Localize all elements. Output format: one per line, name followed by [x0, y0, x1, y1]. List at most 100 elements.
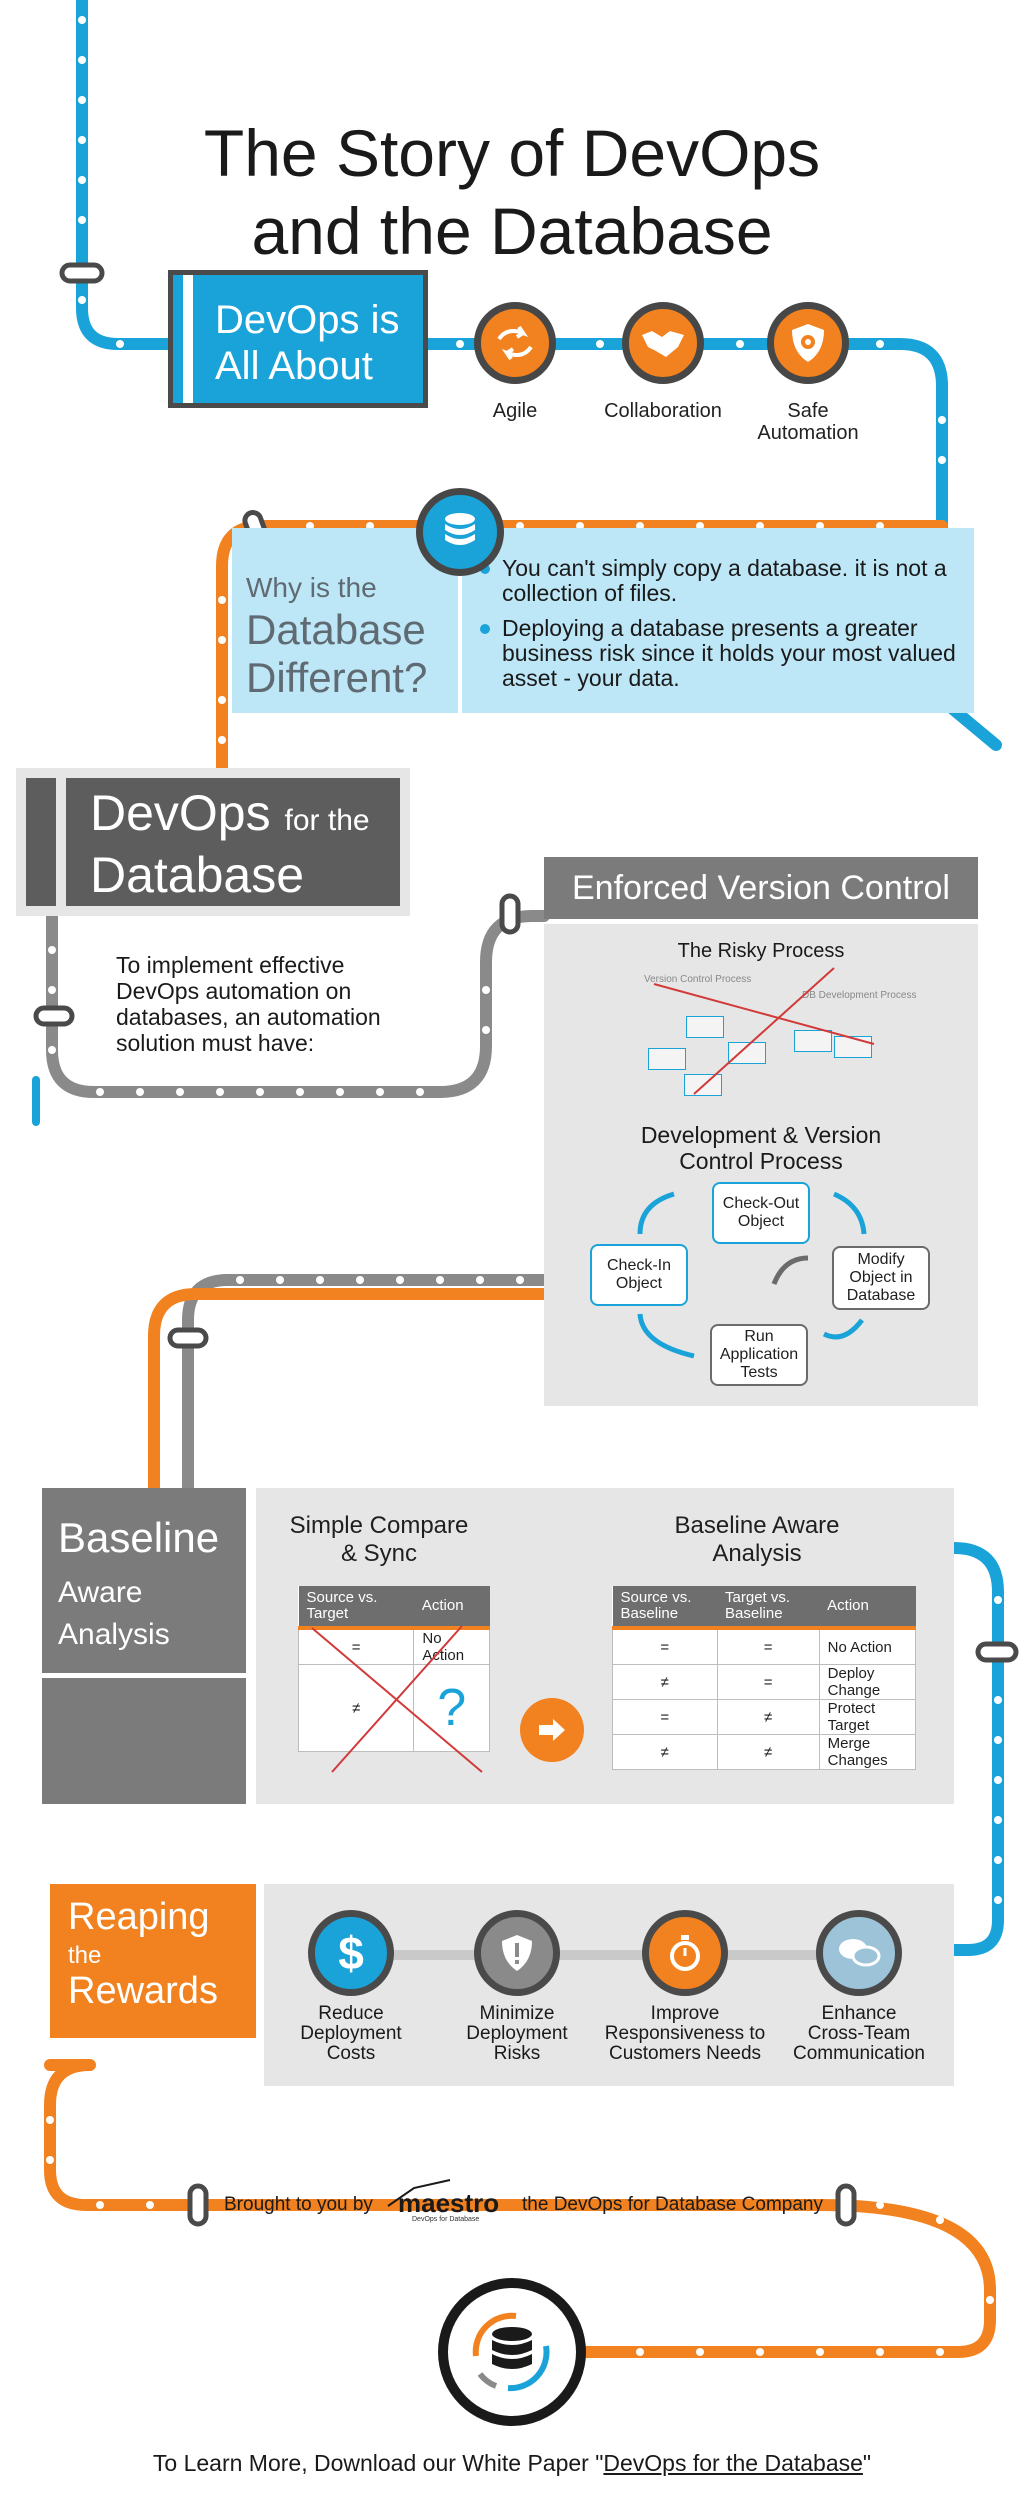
table-cell: Deploy Change	[818, 1664, 917, 1700]
database-icon	[416, 488, 504, 576]
title-line-1: The Story of DevOps	[203, 116, 821, 191]
risky-label-db: DB Development Process	[802, 990, 917, 1001]
checkout-step: Check-Out Object	[712, 1182, 810, 1244]
why-line-3: Different?	[246, 654, 428, 701]
aware-title-2: Analysis	[712, 1540, 802, 1567]
database-sync-icon	[438, 2278, 586, 2426]
risky-box	[728, 1042, 766, 1064]
shield-alert-icon	[474, 1910, 560, 1996]
box-accent-bar	[183, 275, 193, 403]
baseline-panel: Simple Compare & Sync Source vs. Target …	[256, 1488, 954, 1804]
stopwatch-icon	[642, 1910, 728, 1996]
reward-caption-1: Reduce Deployment Costs	[261, 2004, 441, 2064]
table-cell: =	[612, 1699, 718, 1735]
baseline-gray-block	[42, 1678, 246, 1804]
risky-box	[794, 1030, 832, 1052]
table-cell: ≠	[716, 1734, 820, 1770]
agile-label: Agile	[455, 400, 575, 422]
reward-caption-2: Minimize Deployment Risks	[427, 2004, 607, 2064]
rewards-connector	[344, 1950, 874, 1960]
why-line-2: Database	[246, 606, 426, 653]
checkin-step: Check-In Object	[590, 1244, 688, 1306]
table-cell: ?	[413, 1664, 490, 1752]
baseline-aware-title: Baseline Aware Analysis	[632, 1512, 882, 1568]
footer-prefix: To Learn More, Download our White Paper …	[152, 2450, 604, 2476]
table-row: ≠ = Deploy Change	[612, 1664, 917, 1700]
caption-line: Risks	[493, 2043, 541, 2064]
rewards-head-3: Rewards	[68, 1970, 218, 2012]
logo-swoosh-icon	[387, 2179, 451, 2207]
caption-line: Minimize	[479, 2003, 555, 2024]
collaboration-label: Collaboration	[598, 400, 728, 422]
handshake-icon	[622, 302, 704, 384]
company-tagline: the DevOps for Database Company	[522, 2194, 823, 2215]
baseline-head-1: Baseline	[58, 1514, 220, 1561]
table-cell: Protect Target	[818, 1699, 917, 1735]
table-row: = ≠ Protect Target	[612, 1699, 917, 1735]
maestro-logo[interactable]: maestro DevOps for Database	[384, 2178, 514, 2226]
safe-automation-line-1: Safe	[787, 400, 829, 422]
risky-box	[648, 1048, 686, 1070]
table-cell: ≠	[612, 1664, 718, 1700]
devops-word: DevOps	[90, 785, 271, 841]
dev-process-line-2: Control Process	[679, 1148, 843, 1174]
devops-intro-text: To implement effective DevOps automation…	[116, 952, 381, 1056]
footer-suffix: "	[862, 2450, 872, 2476]
devops-db-inner	[26, 778, 400, 906]
devops-about-box: DevOps is All About	[168, 270, 428, 408]
modify-step: Modify Object in Database	[832, 1246, 930, 1310]
reward-caption-3: Improve Responsiveness to Customers Need…	[595, 2004, 775, 2064]
table-cell: ≠	[297, 1664, 415, 1752]
cycle-arrows-icon	[637, 1191, 867, 1359]
database-word: Database	[90, 847, 305, 903]
table-row: ≠ ?	[297, 1664, 490, 1752]
simple-compare-table: Source vs. Target Action = No Action ≠ ?	[297, 1586, 490, 1752]
caption-line: Costs	[326, 2043, 376, 2064]
arrow-right-icon	[520, 1698, 584, 1762]
risky-process-title: The Risky Process	[677, 940, 845, 962]
why-database-panel: Why is the Database Different?	[232, 528, 458, 713]
reward-caption-4: Enhance Cross-Team Communication	[769, 2004, 949, 2064]
table-cell: =	[612, 1627, 718, 1665]
caption-line: Customers Needs	[608, 2043, 762, 2064]
risky-cross-icon	[653, 967, 875, 1095]
table-header: Source vs. Target	[298, 1586, 414, 1630]
caption-line: Enhance	[821, 2003, 897, 2024]
footer-text: To Learn More, Download our White Paper …	[0, 2450, 1024, 2477]
table-cell: Merge Changes	[818, 1734, 917, 1770]
table-header: Target vs. Baseline	[717, 1586, 820, 1630]
table-header-row: Source vs. Baseline Target vs. Baseline …	[612, 1586, 916, 1630]
page-title: The Story of DevOps and the Database	[0, 114, 1024, 270]
baseline-head-3: Analysis	[58, 1618, 170, 1651]
risky-label-vc: Version Control Process	[644, 974, 752, 985]
caption-line: Improve	[650, 2003, 720, 2024]
why-line-1: Why is the	[246, 572, 377, 603]
safe-automation-line-2: Automation	[757, 422, 859, 444]
version-control-heading: Enforced Version Control	[544, 857, 978, 919]
baseline-head-2: Aware	[58, 1576, 143, 1609]
table-cell: ≠	[716, 1699, 820, 1735]
devops-for-database-box: DevOps for the Database	[16, 768, 410, 916]
why-bullet-1: You can't simply copy a database. it is …	[480, 556, 962, 606]
table-header: Action	[819, 1586, 916, 1630]
white-paper-link[interactable]: DevOps for the Database	[603, 2450, 863, 2476]
caption-line: Communication	[793, 2043, 925, 2064]
rewards-heading-box: Reaping the Rewards	[50, 1884, 256, 2038]
logo-text: maestro	[398, 2188, 500, 2218]
title-line-2: and the Database	[251, 194, 773, 269]
devops-db-bar	[56, 778, 66, 906]
caption-line: Responsiveness to	[604, 2023, 766, 2044]
caption-line: Deployment	[300, 2023, 402, 2044]
for-the-word: for the	[284, 804, 370, 837]
devops-db-title: DevOps for the Database	[90, 786, 370, 902]
simple-compare-title: Simple Compare & Sync	[284, 1512, 474, 1568]
caption-line: Cross-Team	[807, 2023, 911, 2044]
table-header: Action	[413, 1586, 490, 1630]
cross-out-icon	[311, 1625, 483, 1773]
table-cell: =	[716, 1627, 820, 1665]
baseline-head-rest: Aware Analysis	[58, 1572, 170, 1656]
simple-title-1: Simple Compare	[289, 1512, 469, 1539]
why-bullet-2: Deploying a database presents a greater …	[480, 616, 962, 691]
dev-process-title: Development & Version Control Process	[544, 1122, 978, 1174]
